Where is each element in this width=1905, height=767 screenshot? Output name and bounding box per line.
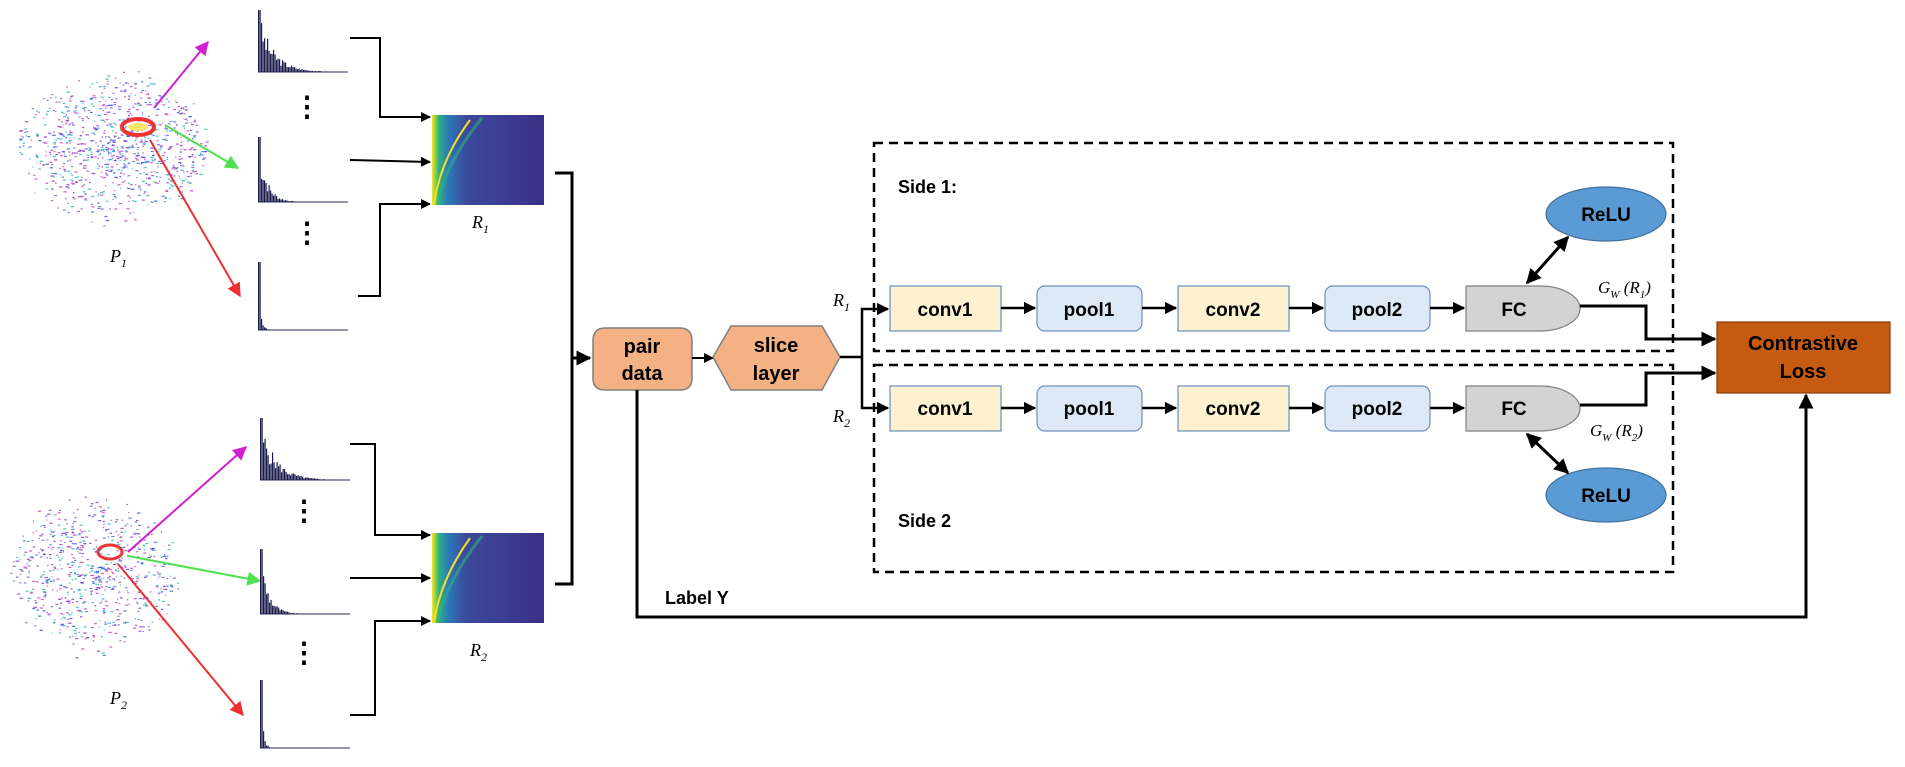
side2-row: conv1 pool1 conv2 pool2 FC [889,385,1581,432]
side1-title: Side 1: [898,177,957,197]
range-image-r2 [432,533,544,624]
side1-relu-label: ReLU [1581,205,1631,226]
side1-pool1-label: pool1 [1064,300,1115,321]
side2-conv1-label: conv1 [918,399,973,420]
side1-conv2-label: conv2 [1206,300,1261,321]
side1-conv1-label: conv1 [918,300,973,321]
label-y-text: Label Y [665,588,729,608]
branch-label-r2: R2 [832,406,850,430]
fc-to-loss-connectors [1580,304,1717,407]
side2-title: Side 2 [898,511,951,531]
branch-label-r1: R1 [832,290,850,314]
ellipsis-dots: ⋮ [293,91,321,122]
side2-fc-block [1465,385,1581,432]
loss-label-2: Loss [1780,361,1827,383]
pair-data-label-1: pair [624,336,661,358]
side1-conv1-block [889,285,1002,332]
point-cloud-p2 [10,446,262,717]
side2-output-label: GW (R2) [1590,421,1643,444]
branch-connector [840,302,890,415]
image-label-r1: R1 [471,212,489,236]
histograms-p1: ⋮ ⋮ [258,10,348,331]
side2-relu-label: ReLU [1581,486,1631,507]
side1-container [872,141,1675,353]
side2-conv2-label: conv2 [1206,399,1261,420]
ellipsis-dots: ⋮ [290,637,318,668]
side2-pool1-label: pool1 [1064,399,1115,420]
side1-fc-block [1465,285,1581,332]
side1-fc-label: FC [1501,300,1527,321]
side2-pool2-label: pool2 [1352,399,1403,420]
merge-connector [555,171,592,586]
ellipsis-dots: ⋮ [290,495,318,526]
cloud-label-p1: P1 [109,246,127,270]
side2-fc-label: FC [1501,399,1527,420]
side2-container [872,363,1675,574]
side1-output-label: GW (R1) [1598,278,1651,301]
slice-layer-label-2: layer [753,363,800,385]
side2-conv1-block [889,385,1002,432]
ellipsis-dots: ⋮ [293,217,321,248]
side1-relu-node: ReLU [1545,186,1667,242]
connector-hist-to-r2 [350,443,431,716]
label-y-connector [635,390,1814,619]
loss-label-1: Contrastive [1748,333,1858,355]
pair-data-label-2: data [621,363,663,385]
connector-hist-to-r1 [349,37,431,297]
point-cloud-p1 [18,40,241,298]
side1-pool2-label: pool2 [1352,300,1403,321]
pair-data-node: pair data [592,327,693,391]
side2-conv2-block [1177,385,1290,432]
side1-row: conv1 pool1 conv2 pool2 FC [889,285,1581,332]
range-image-r1 [432,115,544,206]
histograms-p2: ⋮ ⋮ [260,418,350,749]
slice-layer-node: slice layer [712,325,841,391]
image-label-r2: R2 [469,640,487,664]
contrastive-loss-node: Contrastive Loss [1716,321,1891,394]
slice-layer-label-1: slice [754,335,798,357]
side2-relu-node: ReLU [1545,467,1667,523]
cloud-label-p2: P2 [109,688,127,712]
